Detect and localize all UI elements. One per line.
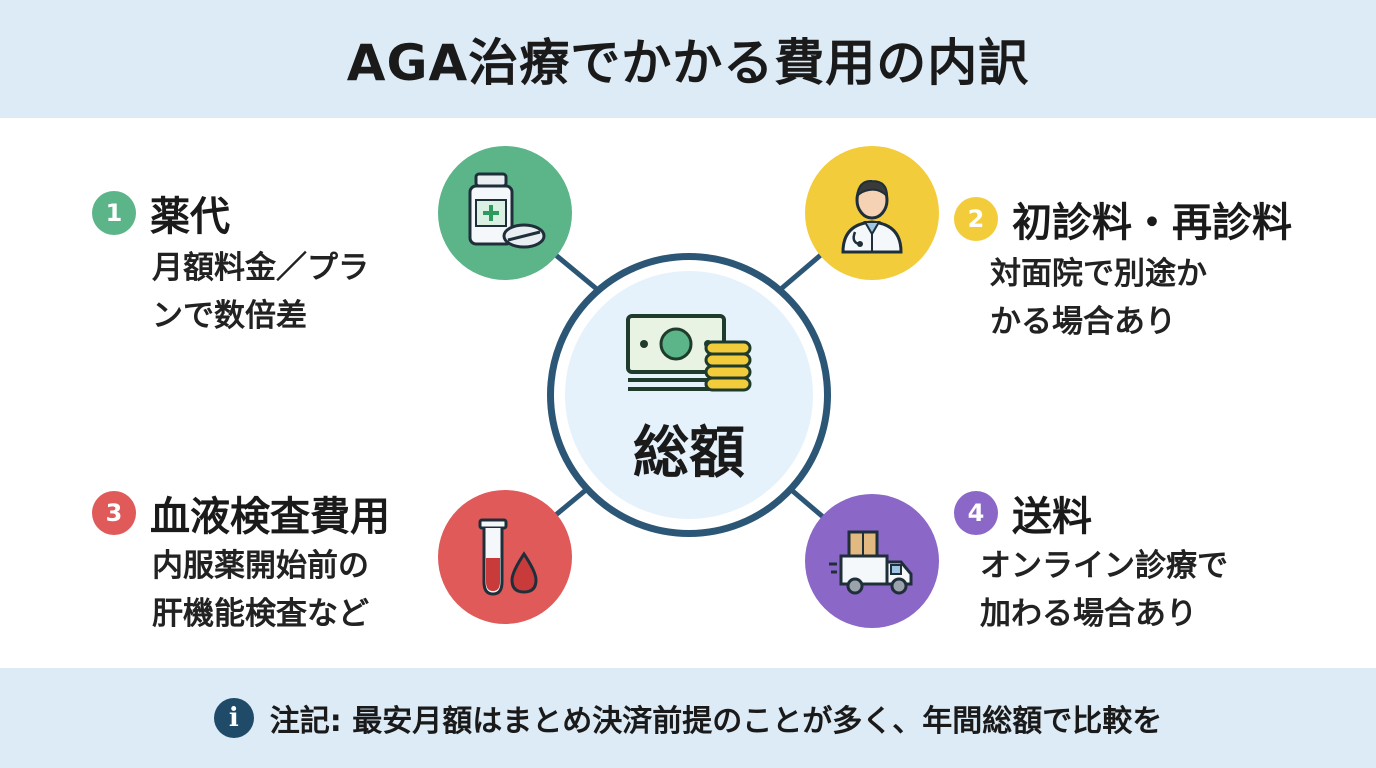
page-title: AGA治療でかかる費用の内訳 [346,34,1030,92]
item-1-description: 月額料金／プラ ンで数倍差 [152,244,369,340]
item-4-number-badge: 4 [954,491,998,535]
doctor-icon [841,179,903,254]
footer-note: 注記: 最安月額はまとめ決済前提のことが多く、年間総額で比較を [269,704,1163,739]
item-3-header: 3 血液検査費用 [92,484,390,542]
item-4-title: 送料 [1012,494,1092,540]
delivery-icon-circle [805,494,939,628]
item-4-header: 4 送料 [954,484,1092,542]
info-icon: i [213,698,254,738]
item-3-description: 内服薬開始前の 肝機能検査など [152,542,369,638]
item-1-title: 薬代 [150,194,230,240]
item-1-number-badge: 1 [92,191,136,235]
delivery-truck-icon [829,530,913,595]
medicine-bottle-icon [468,172,546,249]
item-1-header: 1 薬代 [92,184,230,242]
item-2-title: 初診料・再診料 [1012,200,1292,246]
total-label: 総額 [633,421,745,486]
item-3-desc-line-2: 肝機能検査など [152,596,369,632]
item-1-desc-line-2: ンで数倍差 [152,298,307,334]
item-2-number-badge: 2 [954,197,998,241]
item-4-desc-line-1: オンライン診療で [980,548,1228,584]
item-3-desc-line-1: 内服薬開始前の [152,548,369,584]
item-4-description: オンライン診療で 加わる場合あり [980,542,1228,638]
item-3-title: 血液検査費用 [150,494,390,540]
total-circle [565,271,813,519]
item-4-desc-line-2: 加わる場合あり [980,596,1197,632]
blood-test-tube-icon [478,518,538,596]
doctor-icon-circle [805,146,939,280]
item-2-desc-line-2: かる場合あり [990,304,1176,340]
item-2-description: 対面院で別途か かる場合あり [990,250,1207,346]
item-3-number-badge: 3 [92,491,136,535]
money-coins-icon [626,314,752,392]
item-1-desc-line-1: 月額料金／プラ [152,250,369,286]
medicine-icon-circle [438,146,572,280]
item-2-desc-line-1: 対面院で別途か [990,256,1207,292]
item-2-header: 2 初診料・再診料 [954,190,1292,248]
footer-note-banner: i 注記: 最安月額はまとめ決済前提のことが多く、年間総額で比較を [0,668,1376,768]
header-banner: AGA治療でかかる費用の内訳 [0,0,1376,118]
blood-test-icon-circle [438,490,572,624]
